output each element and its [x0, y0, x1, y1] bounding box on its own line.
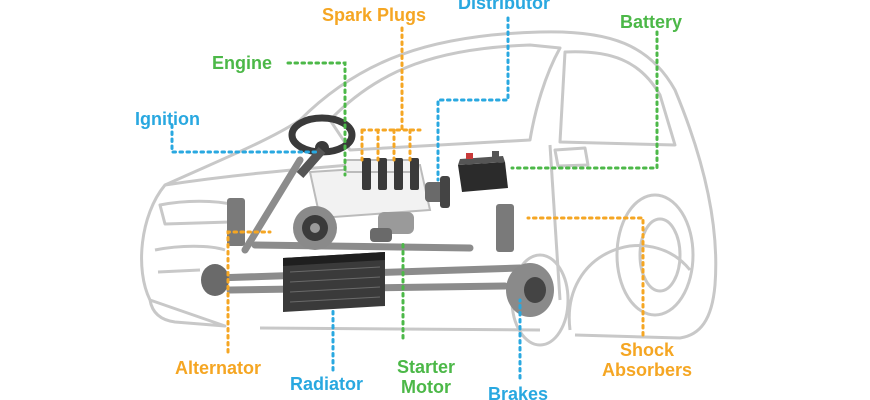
starter-motor-label-line1: Starter: [397, 357, 456, 377]
spark-plugs-leader: [360, 26, 422, 162]
ignition-label: Ignition: [135, 109, 200, 129]
battery-label: Battery: [620, 12, 683, 32]
shock-absorbers-label-line2: Absorbers: [601, 360, 693, 380]
spark-plugs-icon: [362, 158, 419, 190]
distributor-label: Distributor: [458, 0, 550, 13]
alternator-icon: [293, 206, 337, 250]
alternator-leader: [226, 230, 272, 354]
steering-wheel-icon: [288, 114, 356, 178]
distributor-icon: [425, 176, 450, 208]
starter-motor-icon: [370, 212, 414, 242]
starter-motor-label: Starter Motor: [397, 357, 455, 397]
brakes-icon: [201, 263, 554, 317]
shock-absorbers-leader: [526, 216, 645, 337]
engine-label: Engine: [212, 53, 273, 73]
alternator-label: Alternator: [175, 358, 262, 378]
battery-leader: [510, 30, 659, 170]
ignition-leader: [170, 123, 320, 154]
starter-motor-label-line2: Motor: [401, 377, 451, 397]
radiator-label: Radiator: [290, 374, 364, 394]
battery-icon: [458, 151, 508, 192]
shock-absorbers-label-line1: Shock: [619, 340, 675, 360]
brakes-label: Brakes: [488, 384, 549, 400]
leader-lines: [170, 16, 659, 380]
engine-leader: [286, 61, 347, 177]
shock-absorbers-label: Shock Absorbers: [597, 340, 697, 380]
radiator-icon: [283, 252, 385, 312]
shock-absorber-icon: [227, 198, 514, 252]
distributor-leader: [436, 16, 510, 182]
spark-plugs-label: Spark Plugs: [322, 5, 427, 25]
